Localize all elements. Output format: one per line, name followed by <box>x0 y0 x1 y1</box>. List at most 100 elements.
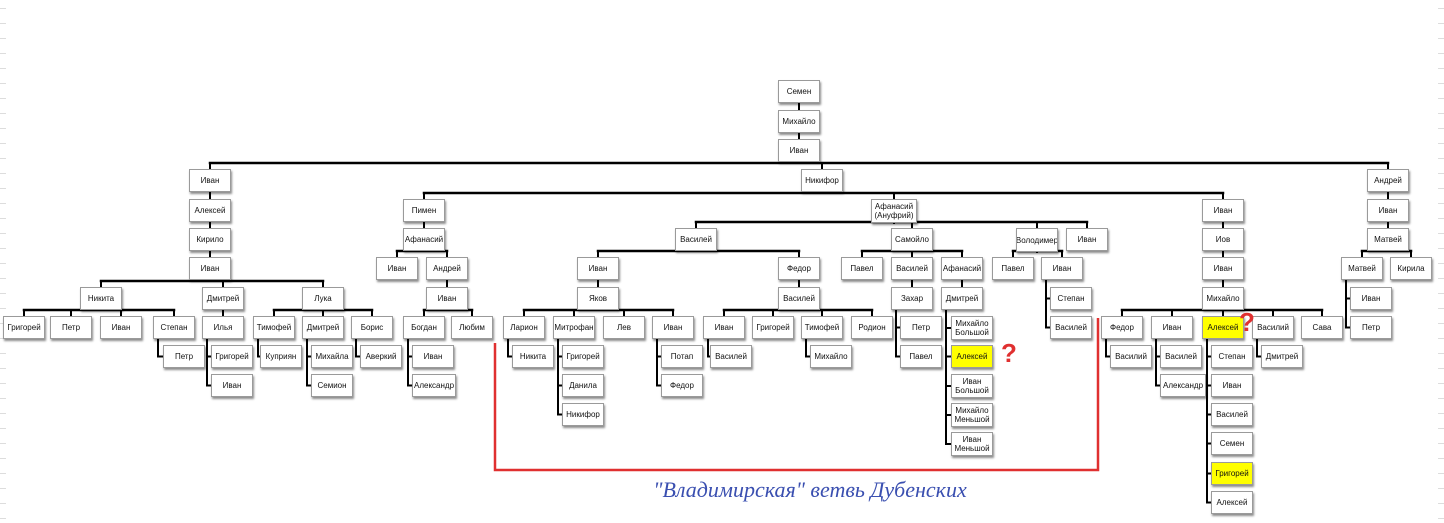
grid-tick <box>0 53 6 54</box>
person-node: Ларион <box>503 316 545 339</box>
person-node: Павел <box>900 345 942 368</box>
person-node: Степан <box>1050 287 1092 310</box>
grid-tick <box>0 218 6 219</box>
grid-tick <box>0 68 6 69</box>
question-mark-alexey-dmitriev: ? <box>1001 338 1017 368</box>
person-node: Иван <box>1202 257 1244 280</box>
person-node: Кирило <box>189 228 231 251</box>
person-node: Афанасий (Ануфрий) <box>871 199 917 223</box>
person-node: Дмитрей <box>202 287 244 310</box>
person-node: Василей <box>675 228 717 251</box>
person-node: Сава <box>1301 316 1343 339</box>
grid-tick <box>1438 503 1444 504</box>
grid-tick <box>1438 428 1444 429</box>
person-node: Матвей <box>1367 228 1409 251</box>
person-node: Михайло Меньшой <box>951 403 993 427</box>
person-node: Петр <box>900 316 942 339</box>
person-node: Петр <box>163 345 205 368</box>
person-node: Григорей <box>1211 462 1253 485</box>
person-node: Кирила <box>1390 257 1432 280</box>
grid-tick <box>1438 458 1444 459</box>
grid-tick <box>0 503 6 504</box>
person-node: Михайло Большой <box>951 316 993 340</box>
grid-tick <box>1438 443 1444 444</box>
grid-tick <box>0 8 6 9</box>
grid-tick <box>1438 308 1444 309</box>
person-node: Дмитрей <box>302 316 344 339</box>
person-node: Павел <box>992 257 1034 280</box>
grid-tick <box>0 188 6 189</box>
grid-tick <box>0 458 6 459</box>
person-node: Иван <box>577 257 619 280</box>
vladimir-branch-bracket <box>493 318 1100 472</box>
person-node: Афанасий <box>941 257 983 280</box>
person-node: Федор <box>661 374 703 397</box>
grid-tick <box>0 113 6 114</box>
grid-tick <box>0 398 6 399</box>
person-node: Григорей <box>3 316 45 339</box>
grid-tick <box>1438 338 1444 339</box>
grid-tick <box>0 413 6 414</box>
person-node: Василей <box>891 257 933 280</box>
question-mark-alexey-mikhailov: ? <box>1239 307 1255 337</box>
person-node: Павел <box>841 257 883 280</box>
grid-tick <box>1438 158 1444 159</box>
branch-caption: "Владимирская" ветвь Дубенских <box>653 477 967 502</box>
grid-tick <box>0 473 6 474</box>
grid-tick <box>0 173 6 174</box>
grid-tick <box>1438 233 1444 234</box>
grid-tick <box>1438 278 1444 279</box>
grid-tick <box>0 128 6 129</box>
person-node: Илья <box>202 316 244 339</box>
person-node: Никита <box>512 345 554 368</box>
person-node: Самойло <box>891 228 933 251</box>
grid-tick <box>1438 143 1444 144</box>
grid-tick <box>0 488 6 489</box>
grid-tick <box>1438 53 1444 54</box>
person-node: Алексей <box>1202 316 1244 339</box>
grid-tick <box>0 143 6 144</box>
person-node: Иван Большой <box>951 374 993 398</box>
grid-tick <box>0 83 6 84</box>
person-node: Григорей <box>562 345 604 368</box>
grid-tick <box>1438 173 1444 174</box>
grid-tick <box>1438 23 1444 24</box>
person-node: Иван <box>1202 199 1244 222</box>
person-node: Данила <box>562 374 604 397</box>
person-node: Иван <box>376 257 418 280</box>
person-node: Андрей <box>426 257 468 280</box>
person-node: Иван <box>652 316 694 339</box>
grid-tick <box>0 23 6 24</box>
person-node: Семен <box>1211 432 1253 455</box>
person-node: Иван <box>1350 287 1392 310</box>
person-node: Куприян <box>260 345 302 368</box>
person-node: Матвей <box>1341 257 1383 280</box>
person-node: Иван <box>778 139 820 162</box>
person-node: Василий <box>1252 316 1294 339</box>
person-node: Лука <box>302 287 344 310</box>
grid-tick <box>0 308 6 309</box>
grid-tick <box>1438 8 1444 9</box>
grid-tick <box>0 38 6 39</box>
grid-tick <box>1438 248 1444 249</box>
grid-tick <box>1438 98 1444 99</box>
person-node: Дмитрей <box>941 287 983 310</box>
grid-tick <box>0 203 6 204</box>
grid-tick <box>1438 38 1444 39</box>
person-node: Степан <box>153 316 195 339</box>
person-node: Иван <box>189 169 231 192</box>
person-node: Тимофей <box>801 316 843 339</box>
person-node: Алексей <box>951 345 993 368</box>
person-node: Михайла <box>311 345 353 368</box>
person-node: Федор <box>1101 316 1143 339</box>
person-node: Митрофан <box>553 316 595 339</box>
person-node: Иван <box>211 374 253 397</box>
person-node: Захар <box>891 287 933 310</box>
person-node: Афанасий <box>403 228 445 251</box>
person-node: Иван <box>703 316 745 339</box>
person-node: Петр <box>1350 316 1392 339</box>
person-node: Федор <box>778 257 820 280</box>
person-node: Иван <box>1367 199 1409 222</box>
person-node: Иван <box>100 316 142 339</box>
